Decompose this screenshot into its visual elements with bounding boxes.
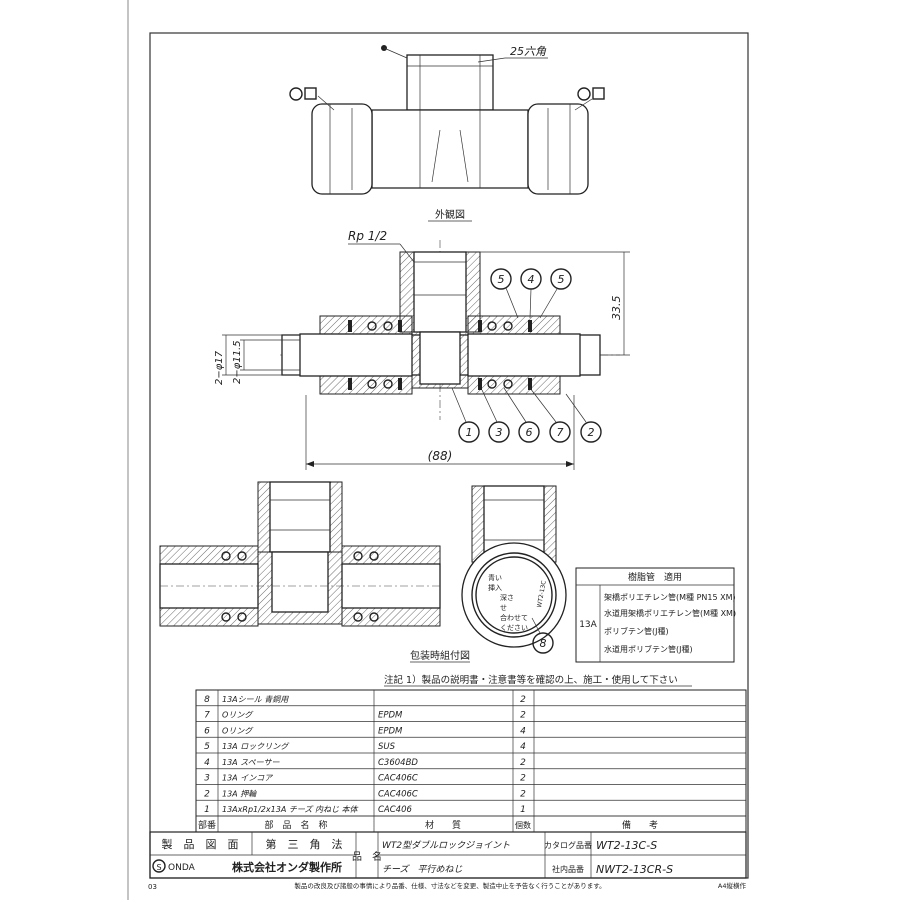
- balloon-3: 3: [496, 426, 503, 439]
- width-dimension: (88): [428, 449, 453, 463]
- balloon-1: 1: [466, 426, 473, 439]
- parts-cell-name: Oリング: [222, 711, 254, 720]
- parts-cell-qty: 4: [520, 742, 526, 752]
- balloon-6: 6: [526, 426, 533, 439]
- parts-cell-material: EPDM: [378, 711, 403, 721]
- applicable-pipes-size: 13A: [579, 620, 597, 630]
- internal-no-label: 社内品番: [552, 864, 584, 874]
- pipe-item-1: 架橋ポリエチレン管(M種 PN15 XM): [604, 592, 736, 602]
- parts-cell-material: CAC406: [378, 805, 413, 815]
- header-no: 部番: [198, 819, 216, 831]
- sticker-line-6: ください: [500, 624, 528, 632]
- parts-cell-name: 13Aシール 青銅用: [222, 695, 289, 704]
- packaging-view-label: 包装時組付図: [410, 649, 470, 662]
- parts-cell-no: 8: [204, 695, 210, 705]
- internal-no: NWT2-13CR-S: [596, 863, 673, 876]
- parts-cell-name: 13A スペーサー: [222, 758, 280, 767]
- exterior-view-label: 外観図: [435, 208, 465, 221]
- sticker-line-5: 合わせて: [500, 613, 528, 622]
- product-name-label: 品 名: [352, 850, 382, 863]
- sticker-line-4: せ: [500, 604, 507, 612]
- packaging-view-front: [159, 481, 441, 627]
- balloon-7: 7: [557, 426, 564, 439]
- parts-cell-qty: 2: [520, 695, 526, 705]
- parts-cell-no: 5: [204, 742, 210, 752]
- drawing-label: 製 品 図 面: [162, 837, 239, 851]
- balloon-5a: 5: [498, 273, 505, 286]
- balloon-2: 2: [588, 426, 595, 439]
- parts-cell-no: 3: [204, 774, 210, 784]
- pipe-item-2: 水道用架橋ポリエチレン管(M種 XM): [604, 608, 736, 618]
- header-material: 材 質: [425, 819, 461, 831]
- company-logo: ONDA: [168, 863, 196, 873]
- paper-size: A4縦横作: [718, 881, 747, 890]
- sticker-line-2: 挿入: [488, 583, 502, 592]
- applicable-pipes-table: 樹脂管 適用 13A 架橋ポリエチレン管(M種 PN15 XM) 水道用架橋ポリ…: [575, 567, 736, 663]
- pipe-item-3: ポリブテン管(J種): [604, 626, 669, 636]
- footer-disclaimer: 製品の改良及び諸般の事情により品番、仕様、寸法などを変更、製造中止を予告なく行う…: [294, 881, 605, 890]
- balloon-8: 8: [540, 637, 547, 650]
- parts-cell-no: 2: [204, 789, 210, 799]
- parts-cell-name: Oリング: [222, 726, 254, 735]
- parts-cell-material: CAC406C: [378, 774, 418, 784]
- sticker-line-1: 青い: [488, 573, 502, 582]
- pipe-item-4: 水道用ポリブテン管(J種): [604, 644, 693, 654]
- parts-cell-no: 1: [204, 805, 210, 815]
- height-dimension: 33.5: [610, 296, 623, 321]
- svg-text:S: S: [156, 863, 161, 872]
- header-remarks: 備 考: [622, 819, 658, 831]
- parts-cell-qty: 1: [520, 805, 526, 815]
- catalog-no: WT2-13C-S: [596, 839, 657, 852]
- hex-size-label: 25六角: [510, 45, 547, 58]
- parts-cell-material: EPDM: [378, 726, 403, 736]
- parts-cell-name: 13A インコア: [222, 774, 273, 783]
- parts-cell-name: 13A ロックリング: [222, 742, 290, 751]
- projection-label: 第 三 角 法: [266, 837, 343, 851]
- sticker-line-3: 深さ: [500, 593, 514, 602]
- title-block: 製 品 図 面 第 三 角 法 品 名 WT2型ダブルロックジョイント チーズ …: [149, 831, 747, 879]
- company-name: 株式会社オンダ製作所: [232, 860, 342, 874]
- thread-label: Rp 1/2: [348, 229, 387, 243]
- parts-cell-name: 13AxRp1/2x13A チーズ 内ねじ 本体: [222, 805, 359, 814]
- sticker-code: WT2-13C: [536, 580, 548, 608]
- inner-diameter-dimension: 2−φ11.5: [232, 340, 243, 384]
- parts-cell-qty: 4: [520, 726, 526, 736]
- parts-cell-qty: 2: [520, 758, 526, 768]
- packaging-view-side: 青い 挿入 深さ せ 合わせて ください WT2-13C 8 包装時組付図: [410, 485, 567, 663]
- parts-cell-no: 6: [204, 726, 210, 736]
- catalog-no-label: カタログ品番: [544, 840, 592, 850]
- parts-cell-no: 4: [204, 758, 210, 768]
- header-name: 部 品 名 称: [264, 819, 327, 831]
- page-number: 03: [148, 883, 157, 891]
- parts-cell-material: CAC406C: [378, 789, 418, 799]
- parts-cell-material: C3604BD: [378, 758, 418, 768]
- applicable-pipes-title: 樹脂管 適用: [628, 571, 682, 583]
- section-view: Rp 1/2 33.5 2−φ17 2−φ11.5 (88) 5 4 5: [214, 229, 630, 470]
- parts-cell-name: 13A 押輪: [222, 789, 257, 798]
- parts-cell-qty: 2: [520, 711, 526, 721]
- balloon-4: 4: [528, 273, 535, 286]
- parts-cell-no: 7: [204, 711, 210, 721]
- parts-cell-material: SUS: [378, 742, 396, 752]
- outer-diameter-dimension: 2−φ17: [214, 350, 225, 385]
- note-text: 注記 1）製品の説明書・注意書等を確認の上、施工・使用して下さい: [384, 674, 678, 686]
- parts-cell-qty: 2: [520, 789, 526, 799]
- balloon-5b: 5: [558, 273, 565, 286]
- exterior-view: 25六角 外観図: [289, 45, 605, 222]
- header-qty: 個数: [515, 820, 531, 830]
- parts-cell-qty: 2: [520, 774, 526, 784]
- product-name-1: WT2型ダブルロックジョイント: [382, 840, 510, 851]
- product-name-2: チーズ 平行めねじ: [382, 864, 463, 875]
